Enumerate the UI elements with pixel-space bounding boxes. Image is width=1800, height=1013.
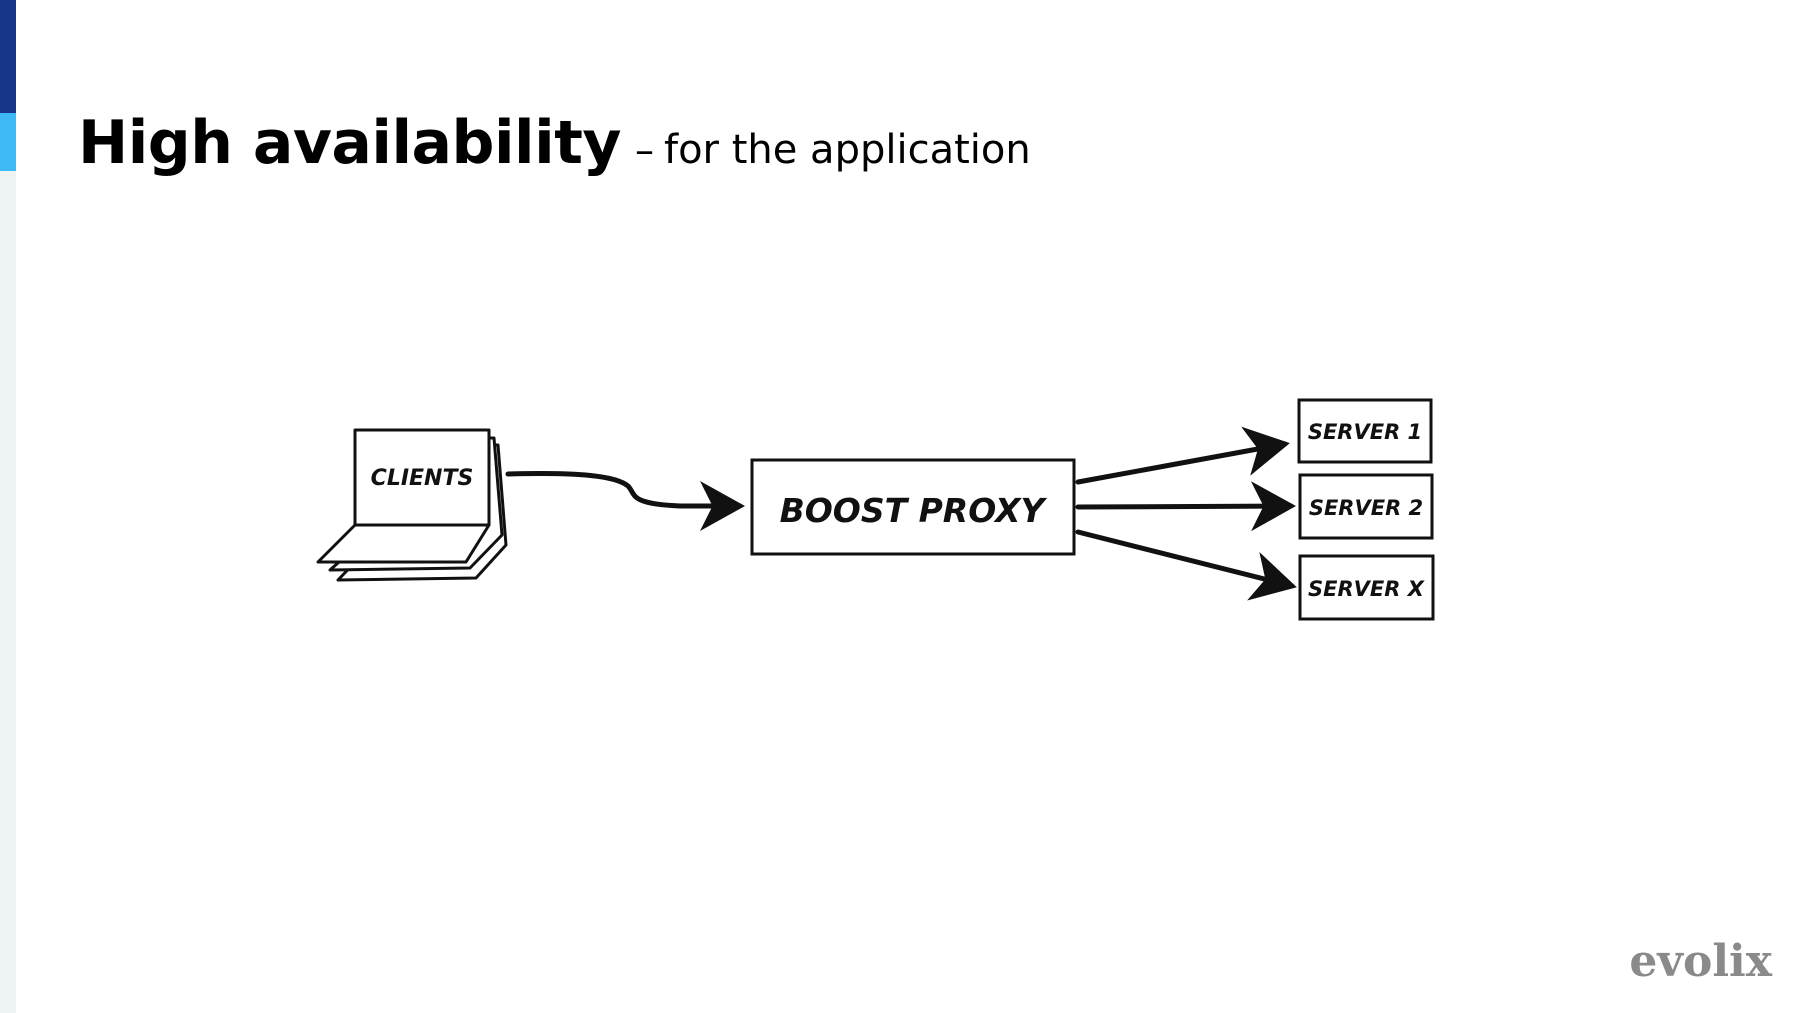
server-1-box xyxy=(1297,398,1433,464)
clients-to-proxy-arrow xyxy=(505,471,745,531)
title-subtitle: for the application xyxy=(663,127,1031,173)
slide-title: High availability–for the application xyxy=(78,108,1031,178)
server-x-box xyxy=(1298,554,1435,621)
evolix-logo: evolix xyxy=(1629,936,1772,987)
proxy-to-server-2-arrow xyxy=(1075,481,1296,532)
server-2-box xyxy=(1298,473,1434,540)
server-2-label: SERVER 2 xyxy=(1309,496,1423,520)
proxy-box xyxy=(750,458,1076,556)
server-x-label: SERVER X xyxy=(1308,577,1426,601)
accent-bar-light xyxy=(0,113,16,171)
proxy-to-server-1-arrow xyxy=(1075,426,1290,485)
server-1-label: SERVER 1 xyxy=(1308,420,1422,444)
proxy-label: BOOST PROXY xyxy=(780,491,1048,530)
title-separator: – xyxy=(634,128,654,172)
accent-bar-dark xyxy=(0,0,16,113)
proxy-to-server-x-arrow xyxy=(1075,529,1297,601)
left-accent-strip xyxy=(0,0,16,1013)
title-main: High availability xyxy=(78,108,621,178)
clients-label: CLIENTS xyxy=(371,466,474,491)
clients-laptop-icon xyxy=(316,428,508,582)
